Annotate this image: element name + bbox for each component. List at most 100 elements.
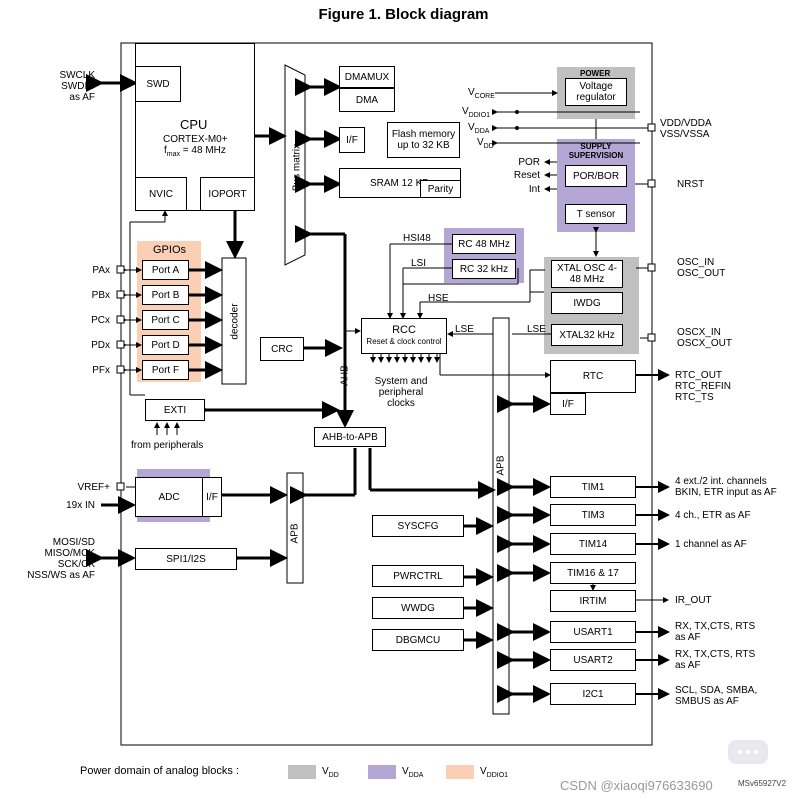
tim1-block: TIM1 [550, 476, 636, 498]
dbgmcu-block: DBGMCU [372, 629, 464, 651]
legend-label: Power domain of analog blocks : [80, 765, 239, 777]
int-signal: Int [528, 184, 540, 195]
usart1-block: USART1 [550, 621, 636, 643]
tim3-block: TIM3 [550, 504, 636, 526]
adc-block: ADC [135, 477, 203, 517]
vdda-label: VDDA [468, 122, 490, 135]
dma-block: DMA [339, 88, 395, 112]
swd-block: SWD [135, 66, 181, 102]
usart2-io-1: RX, TX,CTS, RTS [675, 649, 756, 660]
decoder-label: decoder [229, 303, 241, 340]
bus-matrix-label: Bus matrix [291, 143, 303, 192]
ir-out-pin: IR_OUT [675, 595, 712, 606]
apb-left-label: APB [289, 523, 301, 544]
pin-pbx: PBx [91, 290, 110, 301]
supply-supervision-label: SUPPLY SUPERVISION [568, 142, 624, 160]
xtal32-block: XTAL32 kHz [551, 324, 623, 346]
tim14-io: 1 channel as AF [675, 539, 747, 550]
apb-right-bus [492, 317, 510, 715]
nrst-pin: NRST [677, 179, 705, 190]
chat-icon [728, 740, 768, 764]
rtc-block: RTC [550, 360, 636, 393]
figure-ref: MSv65927V2 [738, 779, 787, 788]
pin-swclk: SWCLK [59, 70, 95, 81]
gpios-label: GPIOs [153, 244, 187, 256]
figure-title: Figure 1. Block diagram [318, 6, 489, 23]
port-b: Port B [142, 285, 189, 305]
cpu-label: CPU [180, 117, 208, 132]
i2c1-block: I2C1 [550, 683, 636, 705]
port-d: Port D [142, 335, 189, 355]
exti-block: EXTI [145, 399, 205, 421]
xtal-osc-block: XTAL OSC 4-48 MHz [551, 260, 623, 288]
rc32-block: RC 32 kHz [452, 259, 516, 279]
vdd-label: VDD [477, 137, 494, 150]
watermark: CSDN @xiaoqi976633690 [560, 778, 713, 793]
por-signal: POR [518, 157, 540, 168]
parity-block: Parity [420, 180, 461, 198]
usart2-block: USART2 [550, 649, 636, 671]
reset-signal: Reset [513, 170, 540, 181]
adc-if-block: I/F [202, 477, 222, 517]
ahb-to-apb-block: AHB-to-APB [314, 427, 386, 447]
port-a: Port A [142, 260, 189, 280]
pin-nss: NSS/WS as AF [27, 570, 95, 581]
tim14-block: TIM14 [550, 533, 636, 555]
pin-pax: PAx [92, 265, 110, 276]
syscfg-block: SYSCFG [372, 515, 464, 537]
rtc-refin-pin: RTC_REFIN [675, 381, 731, 392]
pin-pcx: PCx [91, 315, 110, 326]
wwdg-block: WWDG [372, 597, 464, 619]
por-bor-block: POR/BOR [565, 165, 627, 187]
legend-vdd: VDD [322, 766, 339, 779]
lse-signal-1: LSE [455, 324, 474, 335]
power-label: POWER [580, 69, 611, 78]
vss-vssa-pin: VSS/VSSA [660, 129, 710, 140]
crc-block: CRC [260, 337, 304, 361]
t-sensor-block: T sensor [565, 204, 627, 224]
lsi-signal: LSI [411, 258, 427, 269]
tim1-io-1: 4 ext./2 int. channels [675, 476, 767, 487]
vcore-label: VCORE [468, 87, 495, 100]
osc-in-pin: OSC_IN [677, 257, 715, 268]
port-f: Port F [142, 360, 189, 380]
legend-vdda: VDDA [402, 766, 424, 779]
pin-mosi: MOSI/SD [52, 537, 95, 548]
irtim-block: IRTIM [550, 590, 636, 612]
usart1-io-2: as AF [675, 632, 701, 643]
lse-signal-2: LSE [527, 324, 546, 335]
dmamux-block: DMAMUX [339, 66, 395, 88]
hsi48-signal: HSI48 [403, 233, 431, 244]
system-clocks-label: System and peripheral clocks [374, 376, 428, 409]
pin-miso: MISO/MCK [44, 548, 95, 559]
flash-block: Flash memory up to 32 KB [387, 122, 460, 158]
rcc-block: RCC Reset & clock control [361, 318, 447, 354]
bus-matrix-shape [284, 64, 306, 266]
port-c: Port C [142, 310, 189, 330]
ioport-block: IOPORT [200, 177, 255, 211]
iwdg-block: IWDG [551, 292, 623, 314]
cortex-label: CORTEX-M0+ [163, 134, 228, 145]
pin-swd-af: as AF [69, 92, 95, 103]
pin-pdx: PDx [91, 340, 110, 351]
nvic-block: NVIC [135, 177, 187, 211]
rcc-label: RCC [392, 324, 416, 336]
pin-pfx: PFx [92, 365, 110, 376]
tim1-io-2: BKIN, ETR input as AF [675, 487, 777, 498]
flash-if-block: I/F [339, 127, 365, 153]
pwrctrl-block: PWRCTRL [372, 565, 464, 587]
i2c-io-2: SMBUS as AF [675, 696, 739, 707]
rtc-if-block: I/F [550, 393, 586, 415]
spi-block: SPI1/I2S [135, 548, 237, 570]
voltage-regulator-block: Voltage regulator [565, 78, 627, 106]
hse-signal: HSE [428, 293, 449, 304]
tim3-io: 4 ch., ETR as AF [675, 510, 751, 521]
ahb-label: AHB [339, 365, 351, 386]
osc32-in-pin: OSCX_IN [677, 327, 721, 338]
rtc-out-pin: RTC_OUT [675, 370, 723, 381]
osc-out-pin: OSC_OUT [677, 268, 726, 279]
tim1617-block: TIM16 & 17 [550, 562, 636, 584]
apb-right-label: APB [495, 455, 507, 476]
rcc-sub-label: Reset & clock control [366, 337, 442, 346]
